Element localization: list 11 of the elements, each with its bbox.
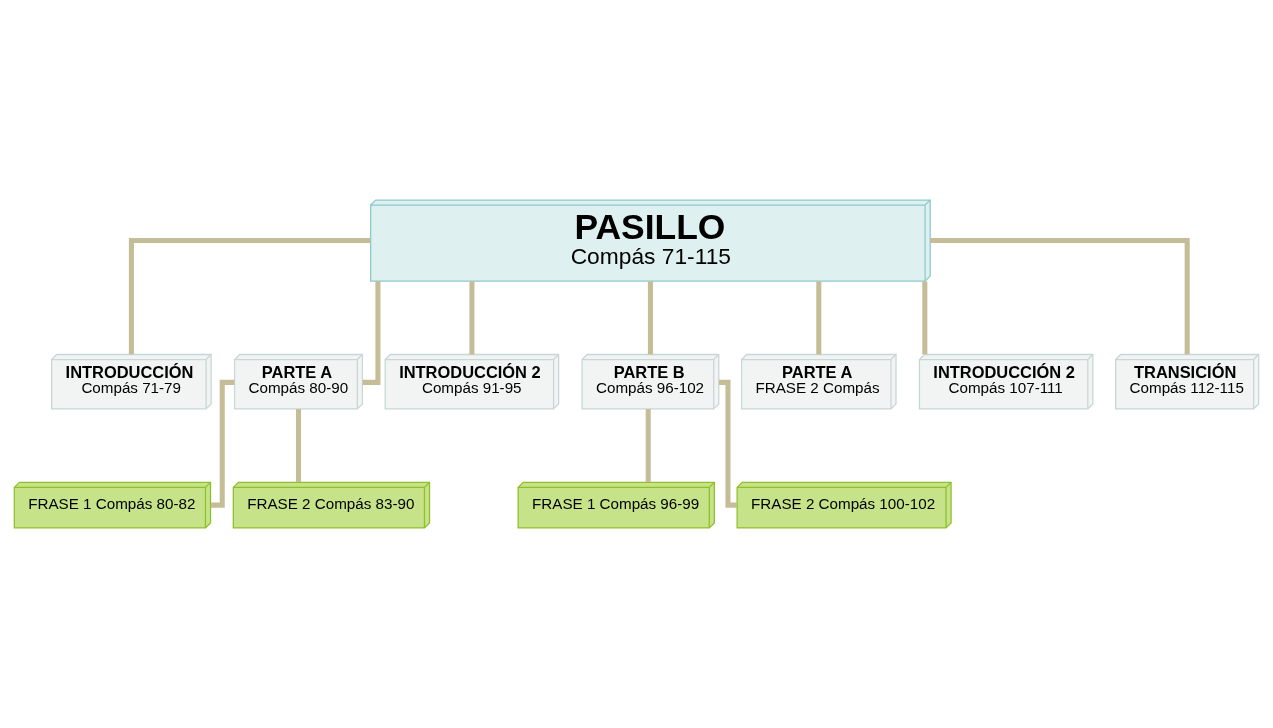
connector: [362, 281, 381, 385]
connector: [719, 379, 738, 508]
connector: [647, 281, 653, 355]
connector: [295, 409, 302, 482]
connector: [469, 281, 475, 355]
connector: [645, 409, 651, 482]
connector: [210, 379, 235, 508]
connector: [930, 238, 1190, 355]
connector: [922, 281, 928, 355]
connector: [128, 238, 371, 355]
connector: [816, 281, 822, 355]
